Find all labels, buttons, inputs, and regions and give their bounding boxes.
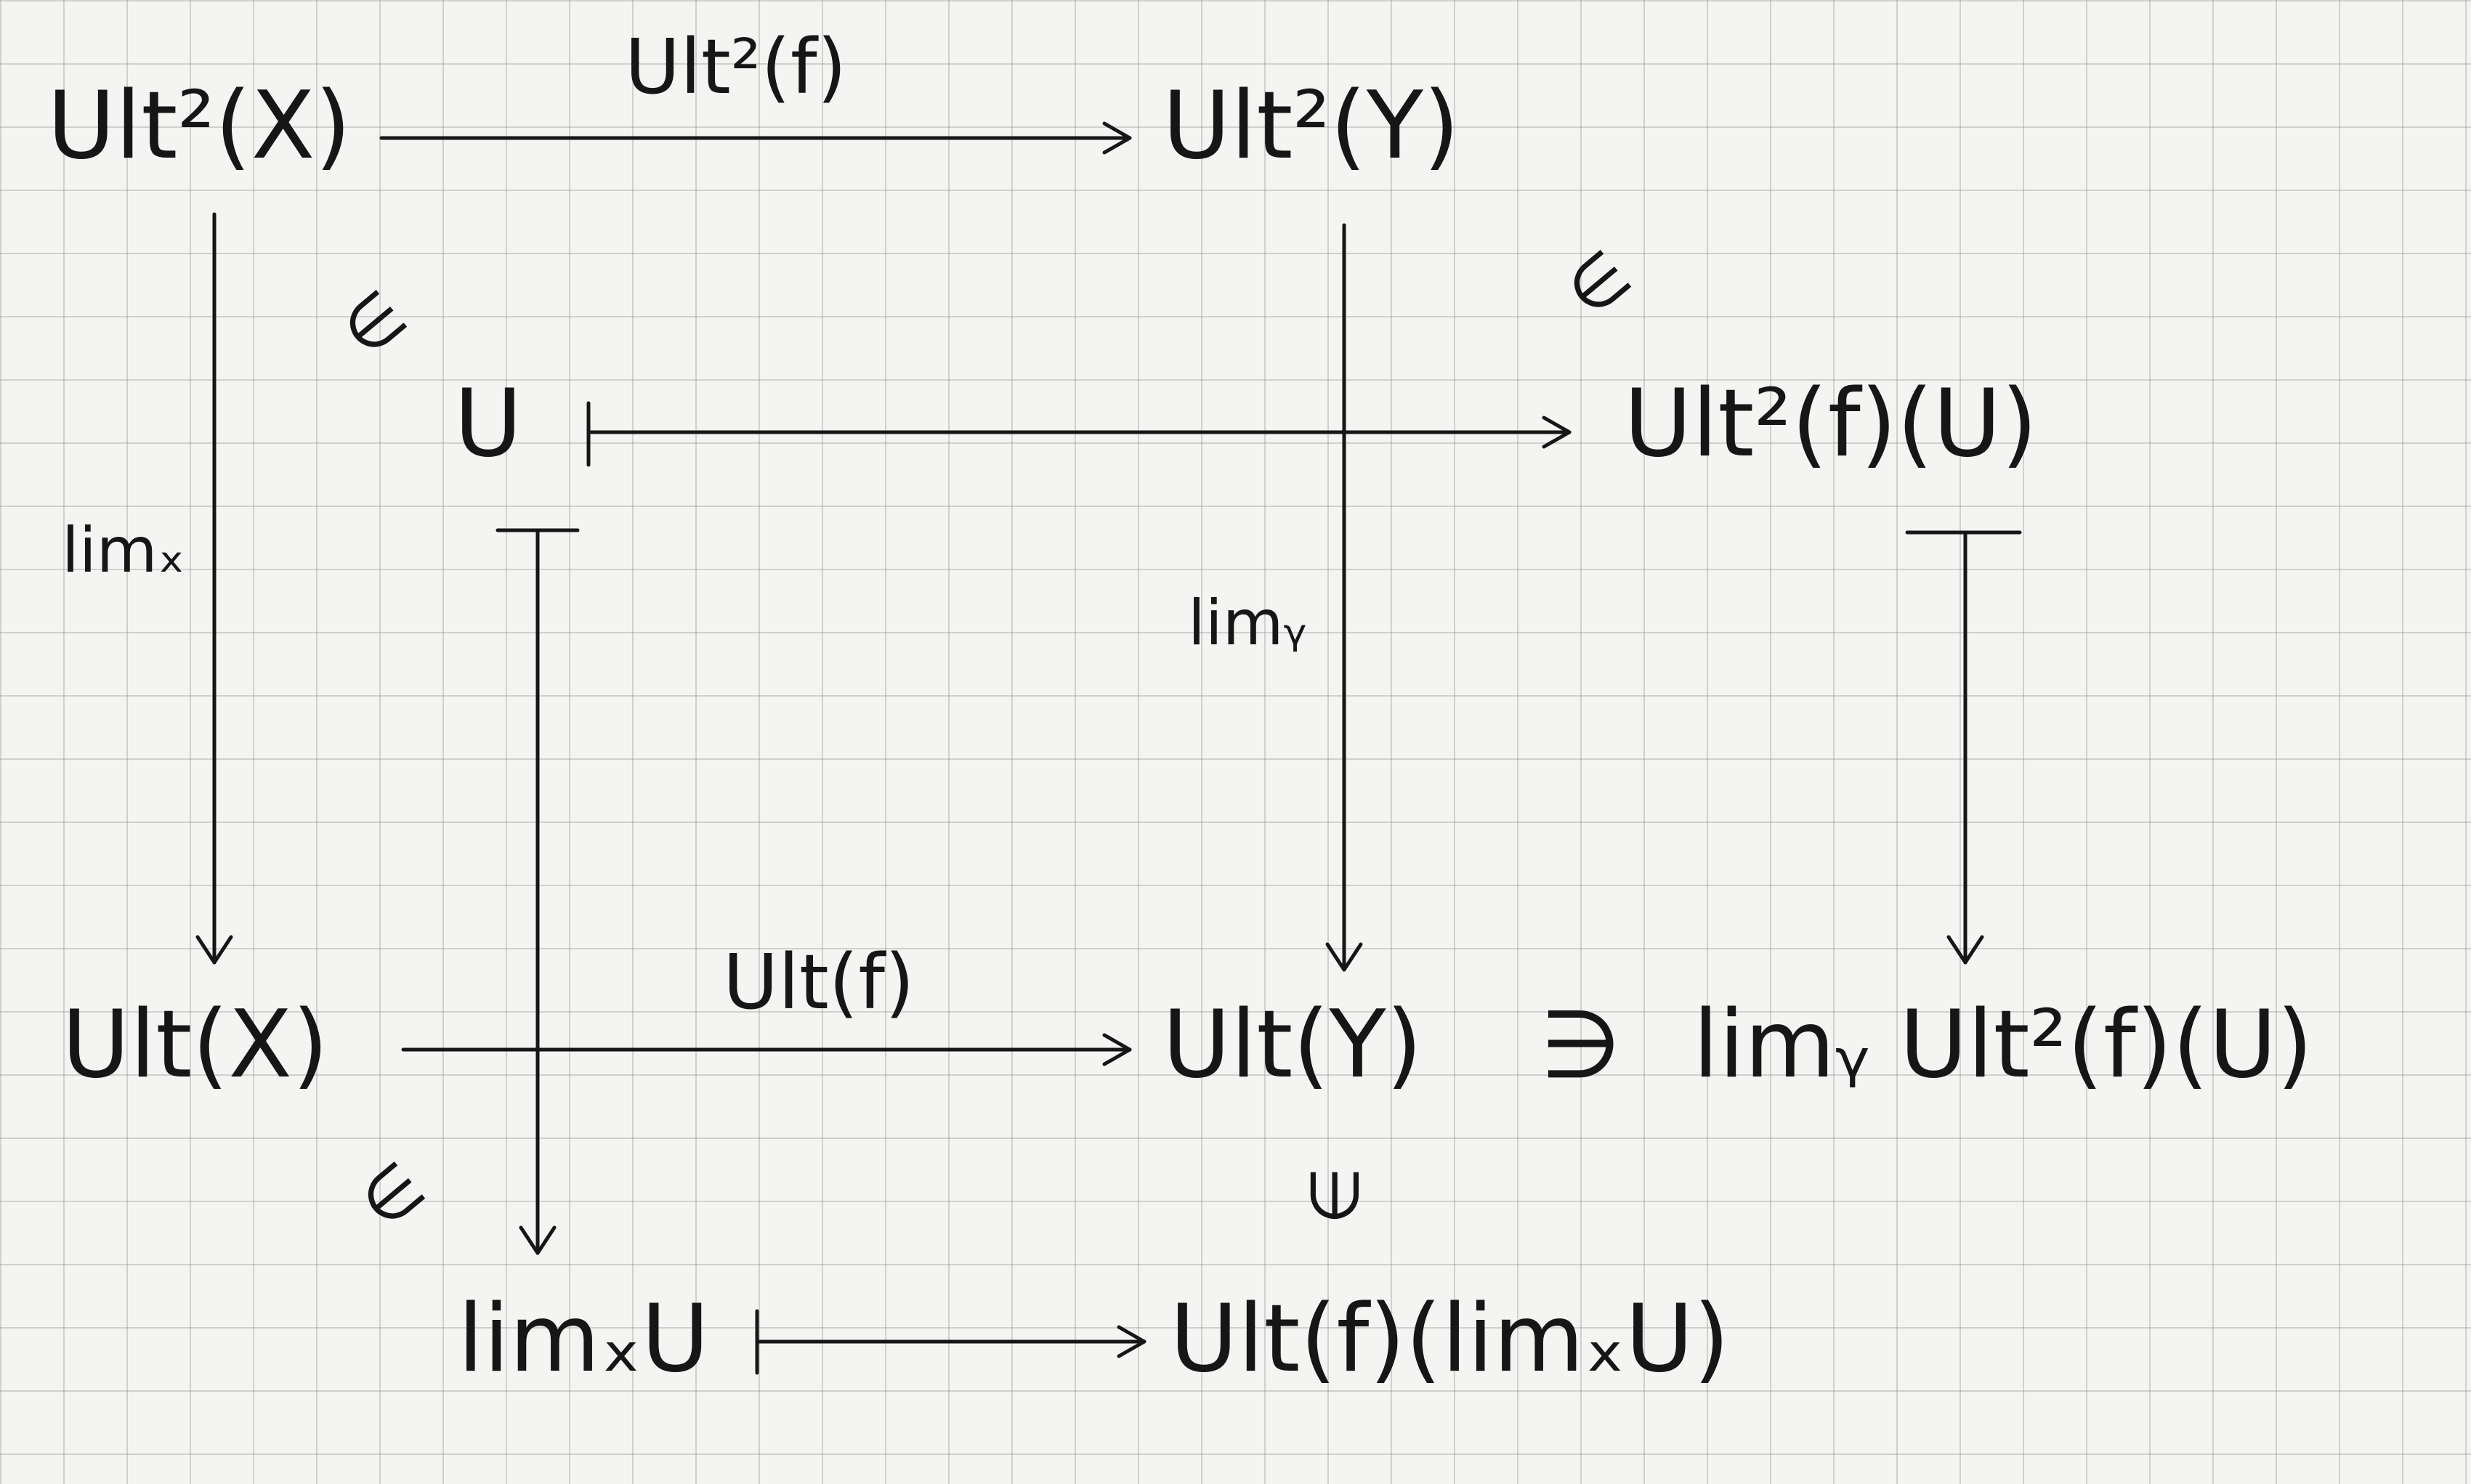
node-lim-y-ult2-f-u: limᵧ Ult²(f)(U) [1693,991,2313,1099]
label-lim-y: limᵧ [1188,587,1307,660]
node-ult-x: Ult(X) [62,991,328,1099]
node-ult2-f-u: Ult²(f)(U) [1624,370,2038,478]
node-ult2-y: Ult²(Y) [1162,72,1460,180]
arrow-lim-y-vertical [1325,223,1363,972]
arrow-lim-x-vertical [195,212,233,965]
membership-symbol-bottom-middle: ∈ [1296,1166,1375,1225]
label-ult2-f: Ult²(f) [625,23,847,111]
node-lim-x-u: limₓU [458,1285,710,1393]
arrow-ult2fu-mapsto-limy [1905,530,2022,965]
label-lim-x: limₓ [62,514,185,587]
symbol-contains: ∋ [1540,991,1622,1099]
arrow-u-mapsto-ult2fu [586,401,1572,467]
node-u-top: U [454,370,522,478]
node-ult-f-lim-x-u: Ult(f)(limₓU) [1170,1285,1730,1393]
node-ult-y: Ult(Y) [1162,991,1423,1099]
arrow-u-mapsto-limxu [496,528,580,1255]
label-ult-f: Ult(f) [723,938,915,1026]
node-ult2-x: Ult²(X) [47,72,352,180]
arrow-ultx-to-ulty [401,1033,1132,1066]
arrow-limxu-mapsto-ultflim [755,1309,1146,1375]
arrow-ult2x-to-ult2y [379,121,1132,155]
